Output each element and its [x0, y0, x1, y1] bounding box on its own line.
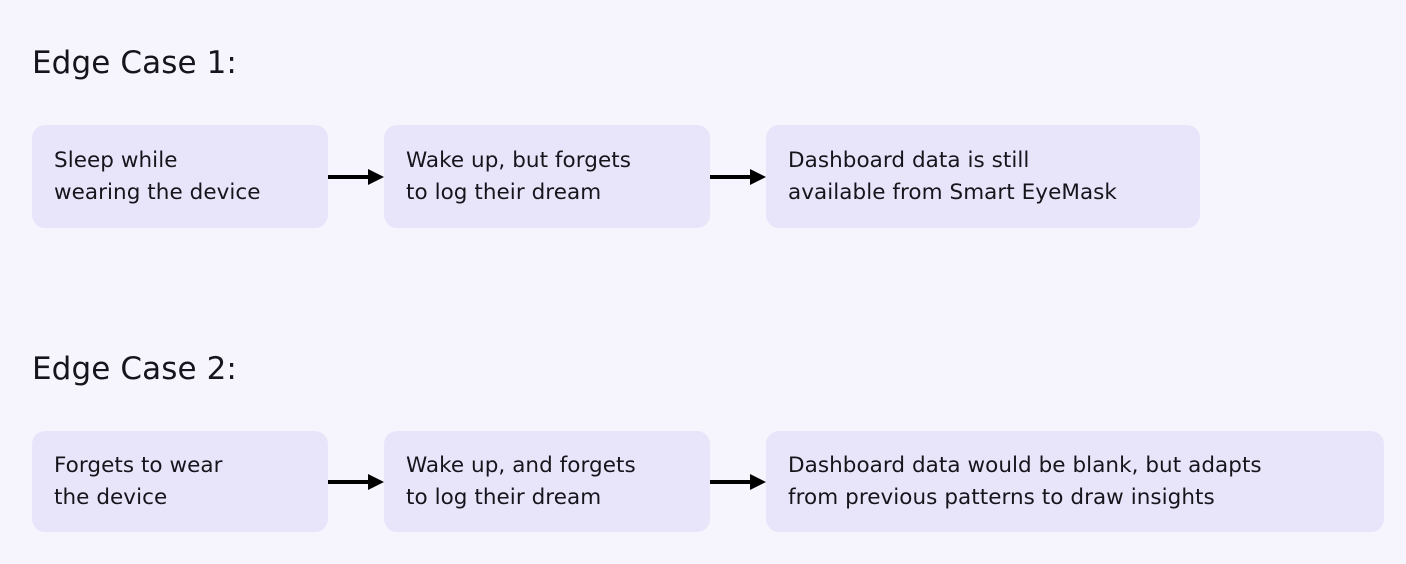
- section-heading-edge-case-1: Edge Case 1:: [32, 45, 237, 81]
- flow-node-label: Dashboard data is still available from S…: [788, 147, 1117, 205]
- flow-node: Forgets to wear the device: [32, 431, 328, 532]
- flow-node: Wake up, but forgets to log their dream: [384, 125, 710, 228]
- flow-row-edge-case-2: Forgets to wear the device Wake up, and …: [32, 431, 1384, 532]
- flow-row-edge-case-1: Sleep while wearing the device Wake up, …: [32, 125, 1200, 228]
- arrow-right-icon: [710, 125, 766, 228]
- flow-node: Sleep while wearing the device: [32, 125, 328, 228]
- arrow-right-icon: [328, 125, 384, 228]
- arrow-right-icon: [710, 431, 766, 532]
- flow-node: Wake up, and forgets to log their dream: [384, 431, 710, 532]
- flow-node: Dashboard data would be blank, but adapt…: [766, 431, 1384, 532]
- flow-node: Dashboard data is still available from S…: [766, 125, 1200, 228]
- arrow-right-icon: [328, 431, 384, 532]
- section-heading-edge-case-2: Edge Case 2:: [32, 351, 237, 387]
- flow-node-label: Forgets to wear the device: [54, 452, 223, 510]
- flow-node-label: Dashboard data would be blank, but adapt…: [788, 452, 1262, 510]
- flow-node-label: Sleep while wearing the device: [54, 147, 261, 205]
- flow-node-label: Wake up, and forgets to log their dream: [406, 452, 636, 510]
- flow-node-label: Wake up, but forgets to log their dream: [406, 147, 631, 205]
